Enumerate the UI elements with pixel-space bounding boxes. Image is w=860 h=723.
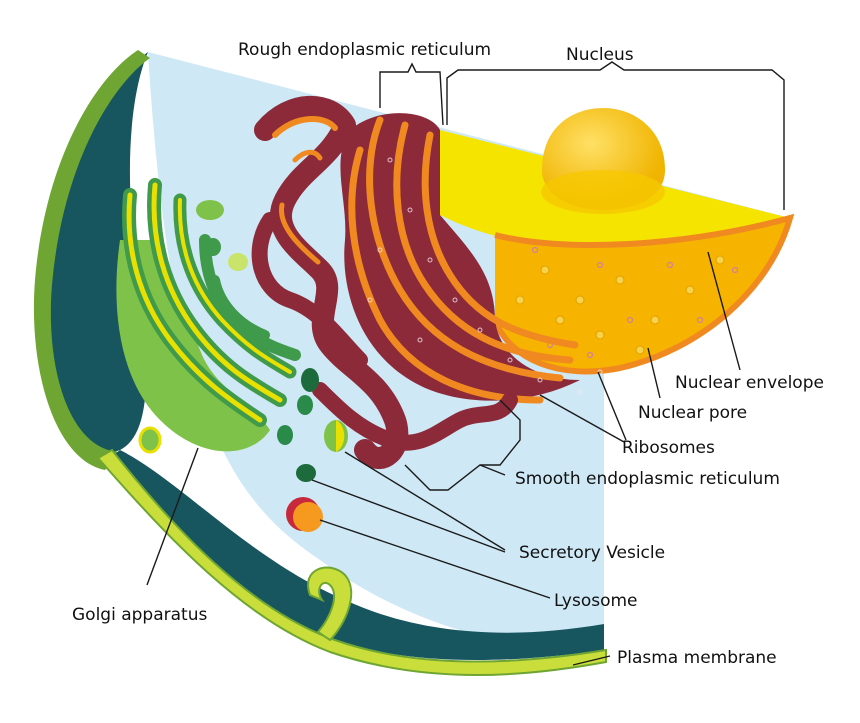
- label-plasma-membrane: Plasma membrane: [617, 648, 777, 668]
- plasma-membrane: [96, 448, 607, 676]
- membrane-fold: [307, 566, 353, 642]
- nucleolus-base: [541, 170, 665, 214]
- label-nucleus: Nucleus: [566, 45, 634, 65]
- cell-wall: [46, 52, 148, 453]
- golgi-apparatus: [116, 178, 301, 452]
- vesicles: [138, 368, 319, 454]
- nucleus-interior: [495, 218, 790, 372]
- lysosome: [286, 497, 323, 532]
- label-ribosomes: Ribosomes: [622, 438, 715, 458]
- nuclear-envelope-edge: [492, 213, 795, 375]
- label-lysosome: Lysosome: [554, 591, 638, 611]
- label-secretory-vesicle: Secretory Vesicle: [519, 543, 665, 563]
- label-rough-er: Rough endoplasmic reticulum: [238, 40, 491, 60]
- secretory-vesicles: [296, 420, 348, 482]
- smooth-er: [251, 95, 518, 469]
- nuclear-pores: [515, 255, 725, 355]
- label-golgi: Golgi apparatus: [72, 605, 207, 625]
- label-smooth-er: Smooth endoplasmic reticulum: [515, 469, 780, 489]
- label-nuclear-envelope: Nuclear envelope: [675, 373, 824, 393]
- rough-er: [340, 113, 603, 404]
- leader-lines: [146, 61, 785, 666]
- label-nuclear-pore: Nuclear pore: [638, 403, 747, 423]
